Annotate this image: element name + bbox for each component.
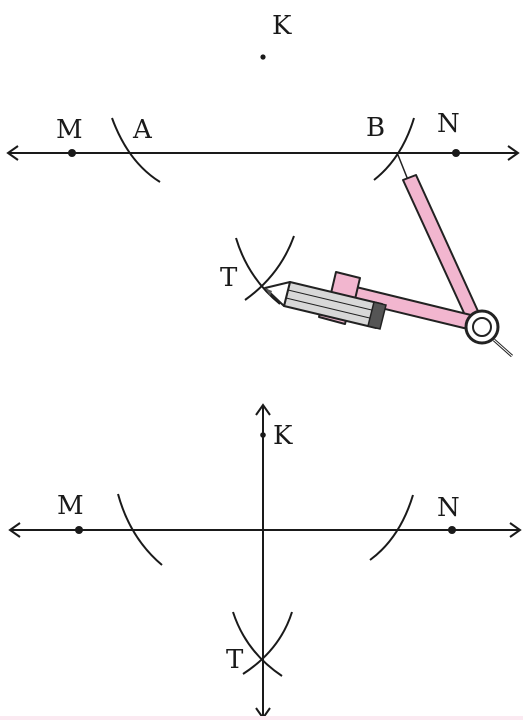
label-b: B <box>366 113 385 143</box>
point-n-2 <box>448 526 456 534</box>
perpendicular-line <box>255 403 271 720</box>
arc-right-2 <box>369 494 414 561</box>
label-t-2: T <box>226 645 244 675</box>
figure-2: K M N T <box>8 403 522 720</box>
label-n-2: N <box>437 493 460 523</box>
label-m-2: M <box>57 491 84 521</box>
label-n: N <box>437 109 460 139</box>
arc-t-left <box>235 237 281 305</box>
label-m: M <box>56 115 83 145</box>
figure-1: K M A B N T <box>6 11 520 358</box>
pencil-icon <box>264 281 387 330</box>
point-k-2 <box>260 432 266 438</box>
line-mn-2 <box>8 522 522 538</box>
arc-t-right <box>244 235 295 301</box>
arc-t-left-2 <box>232 611 283 677</box>
point-m <box>68 149 76 157</box>
arc-b <box>373 117 415 181</box>
compass-icon <box>318 154 513 358</box>
label-k-2: K <box>273 421 293 451</box>
line-mn <box>6 145 520 161</box>
label-a: A <box>132 115 153 145</box>
point-k <box>260 54 266 60</box>
arc-a <box>111 117 161 183</box>
point-m-2 <box>75 526 83 534</box>
label-k: K <box>272 11 292 41</box>
bottom-band <box>0 716 523 720</box>
arc-t-right-2 <box>242 611 293 675</box>
label-t: T <box>220 263 238 293</box>
point-n <box>452 149 460 157</box>
arc-left-2 <box>117 493 163 566</box>
